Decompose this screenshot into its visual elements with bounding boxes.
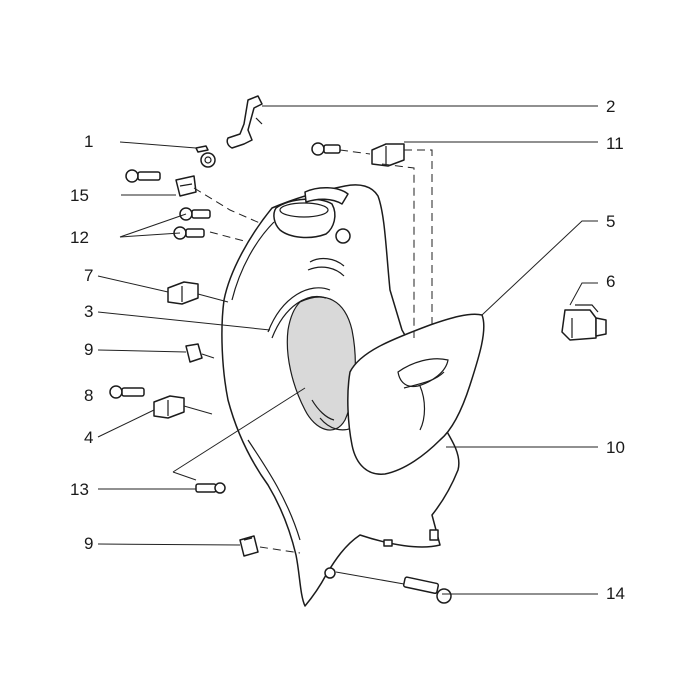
screw-14 bbox=[402, 576, 452, 604]
callout-2: 2 bbox=[606, 97, 616, 116]
callout-12: 12 bbox=[70, 228, 89, 247]
callout-7: 7 bbox=[84, 266, 94, 285]
bracket-part-2 bbox=[226, 95, 263, 149]
callout-9-upper: 9 bbox=[84, 340, 94, 359]
screws-12 bbox=[173, 207, 211, 240]
screw-13 bbox=[195, 482, 226, 494]
screw-upper-left bbox=[125, 169, 161, 183]
callout-9-lower: 9 bbox=[84, 534, 94, 553]
clip-part-9-lower bbox=[239, 535, 259, 557]
callout-8: 8 bbox=[84, 386, 94, 405]
callout-4: 4 bbox=[84, 428, 94, 447]
leader-lines bbox=[97, 105, 598, 595]
callout-10: 10 bbox=[606, 438, 625, 457]
clip-part-6 bbox=[561, 304, 607, 341]
clip-part-9-upper bbox=[185, 343, 203, 363]
screw-8 bbox=[109, 385, 145, 399]
clip-part-7 bbox=[167, 281, 199, 305]
clip-part-15 bbox=[175, 175, 197, 197]
clip-part-4 bbox=[153, 395, 185, 419]
callout-15: 15 bbox=[70, 186, 89, 205]
callout-3: 3 bbox=[84, 302, 94, 321]
callout-13: 13 bbox=[70, 480, 89, 499]
callout-5: 5 bbox=[606, 212, 616, 231]
small-part-1 bbox=[195, 145, 216, 168]
front-shield-body bbox=[221, 184, 460, 607]
callout-11: 11 bbox=[606, 134, 624, 153]
callout-14: 14 bbox=[606, 584, 625, 603]
callout-6: 6 bbox=[606, 272, 616, 291]
screw-and-clip-11 bbox=[311, 142, 405, 167]
callout-1: 1 bbox=[84, 132, 94, 151]
glove-box-part bbox=[347, 313, 485, 475]
